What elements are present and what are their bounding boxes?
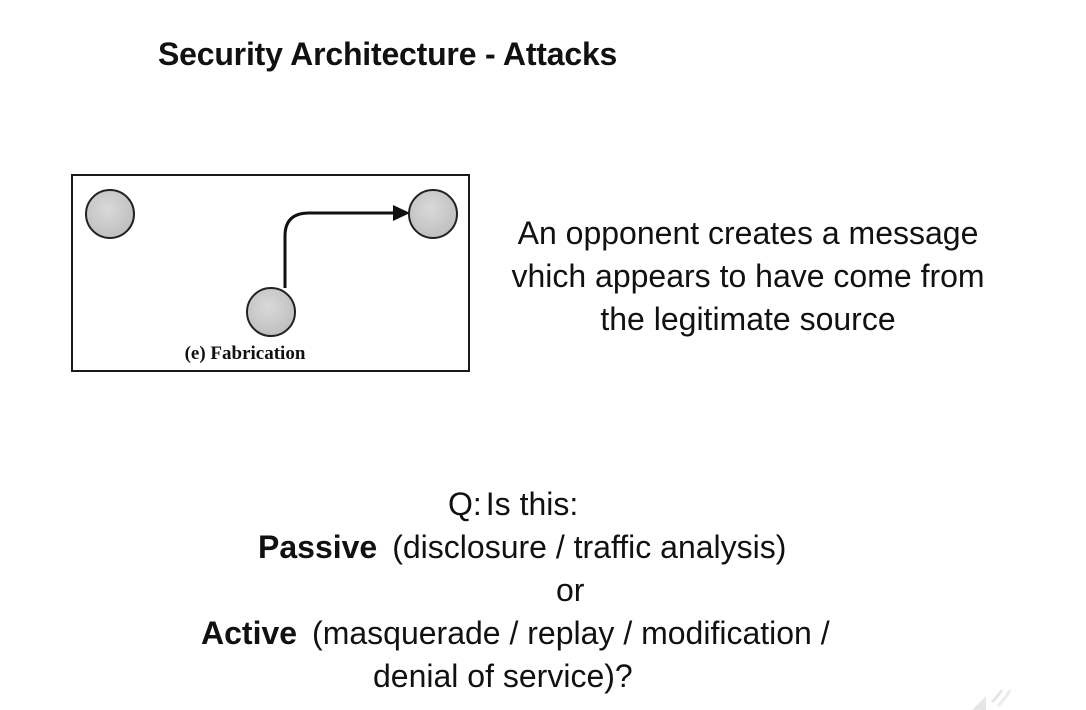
active-detail-continued: denial of service)? [373,658,633,694]
active-line: Active (masquerade / replay / modificatio… [201,612,830,655]
question-lead: Is this: [485,486,579,522]
active-detail: (masquerade / replay / modification / [312,615,830,651]
diagram-caption: (e) Fabrication [184,343,306,364]
destination-node [408,189,458,239]
source-node [85,189,135,239]
fabrication-diagram-graphic [85,189,458,337]
slide-title: Security Architecture - Attacks [158,36,618,72]
passive-line: Passive (disclosure / traffic analysis) [258,526,786,569]
question-prefix: Q: [448,486,482,522]
active-label: Active [201,615,298,651]
question-line: Q:Is this: [448,483,578,526]
passive-detail: (disclosure / traffic analysis) [392,529,787,565]
description-line: the legitimate source [600,301,896,337]
description-line: An opponent creates a message [517,215,979,251]
speaker-icon[interactable] [960,690,1020,710]
arrowhead [393,205,410,221]
fabrication-arrow-path [283,211,398,288]
opponent-node [246,287,296,337]
description-line: vhich appears to have come from [511,258,985,294]
fabrication-diagram: (e) Fabrication [71,174,470,372]
attack-description: An opponent creates a message vhich appe… [450,212,1046,341]
passive-label: Passive [258,529,378,565]
or-line: or [556,572,585,608]
